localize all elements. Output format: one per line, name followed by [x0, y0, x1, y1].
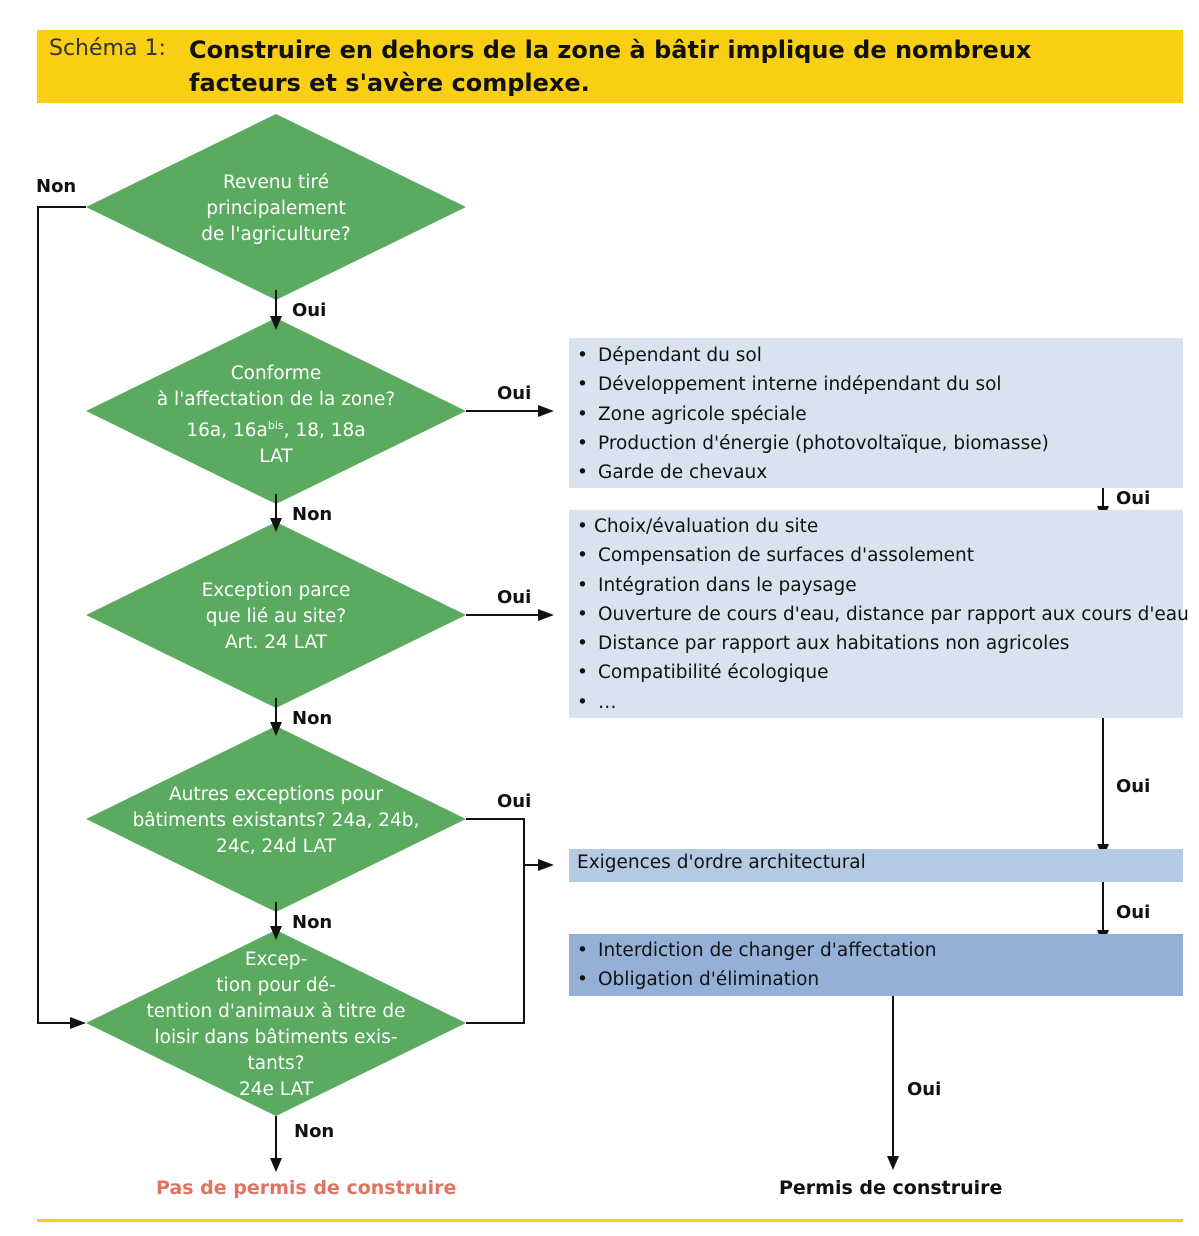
connector-d4-d5-merge: [466, 818, 525, 1024]
figure-title: Construire en dehors de la zone à bâtir …: [189, 36, 1032, 97]
outcome-no-permit: Pas de permis de construire: [156, 1177, 457, 1199]
label-oui-d1: Oui: [292, 300, 327, 321]
list-item: •Dépendant du sol: [577, 345, 762, 366]
arrowhead: [538, 609, 554, 621]
title-bar: Schéma 1: Construire en dehors de la zon…: [37, 30, 1183, 103]
arrowhead: [270, 722, 282, 736]
outcome-permit: Permis de construire: [779, 1177, 1003, 1199]
criteria-box-site: •Choix/évaluation du site •Compensation …: [569, 510, 1189, 718]
arrowhead: [887, 1156, 899, 1170]
label-oui-d2: Oui: [497, 383, 532, 404]
connector-non-bypass: [37, 206, 86, 1024]
list-item: •Obligation d'élimination: [577, 969, 820, 991]
label-oui-d4: Oui: [497, 791, 532, 812]
label-non-d2: Non: [292, 504, 333, 525]
decision-text-leisure-animals: Excep- tion pour dé- tention d'animaux à…: [146, 949, 406, 1100]
arrowhead: [270, 316, 282, 330]
label-non-d5: Non: [294, 1121, 335, 1142]
criteria-box-conditions: •Interdiction de changer d'affectation •…: [569, 934, 1183, 996]
decision-diamond-site-exception: [86, 522, 466, 708]
list-item: •Distance par rapport aux habitations no…: [577, 633, 1070, 655]
decision-diamond-zone-conformity: [86, 318, 466, 504]
list-item: Exigences d'ordre architectural: [577, 852, 866, 873]
arrowhead: [538, 859, 554, 871]
label-oui-d3: Oui: [497, 587, 532, 608]
label-oui-box3: Oui: [1116, 902, 1151, 923]
label-oui-box1: Oui: [1116, 488, 1151, 509]
decision-text-zone-conformity: Conforme à l'affectation de la zone? 16a…: [156, 363, 396, 468]
footer-divider: [37, 1219, 1183, 1222]
list-item: •Zone agricole spéciale: [577, 403, 807, 425]
list-item: •Développement interne indépendant du so…: [577, 374, 1002, 396]
list-item: •Intégration dans le paysage: [577, 574, 857, 596]
decision-diamond-income: [86, 114, 466, 300]
list-item: •…: [577, 691, 617, 713]
decision-text-existing-buildings: Autres exceptions pour bâtiments existan…: [132, 784, 420, 857]
label-oui-box4: Oui: [907, 1079, 942, 1100]
label-non-d3: Non: [292, 708, 333, 729]
label-oui-box2: Oui: [1116, 776, 1151, 797]
list-item: •Compatibilité écologique: [577, 662, 829, 684]
label-non-bypass: Non: [36, 176, 77, 197]
decision-text-site-exception: Exception parce que lié au site? Art. 24…: [201, 580, 351, 653]
list-item: •Ouverture de cours d'eau, distance par …: [577, 603, 1189, 625]
decision-text-income: Revenu tiré principalement de l'agricult…: [201, 172, 351, 245]
arrowhead: [70, 1017, 86, 1029]
label-non-d4: Non: [292, 912, 333, 933]
list-item: •Garde de chevaux: [577, 462, 768, 484]
arrowhead: [270, 1158, 282, 1172]
criteria-box-architecture: Exigences d'ordre architectural: [569, 849, 1183, 882]
arrowhead: [270, 926, 282, 940]
arrowhead: [538, 405, 554, 417]
list-item: •Choix/évaluation du site: [577, 516, 819, 537]
decision-diamond-existing-buildings: [86, 726, 466, 912]
criteria-box-conformity: •Dépendant du sol •Développement interne…: [569, 338, 1183, 488]
decision-diamond-leisure-animals: [86, 930, 466, 1116]
list-item: •Compensation de surfaces d'assolement: [577, 545, 974, 567]
arrowhead: [270, 518, 282, 532]
figure-number: Schéma 1:: [49, 36, 166, 61]
list-item: •Interdiction de changer d'affectation: [577, 940, 937, 961]
list-item: •Production d'énergie (photovoltaïque, b…: [577, 432, 1049, 454]
